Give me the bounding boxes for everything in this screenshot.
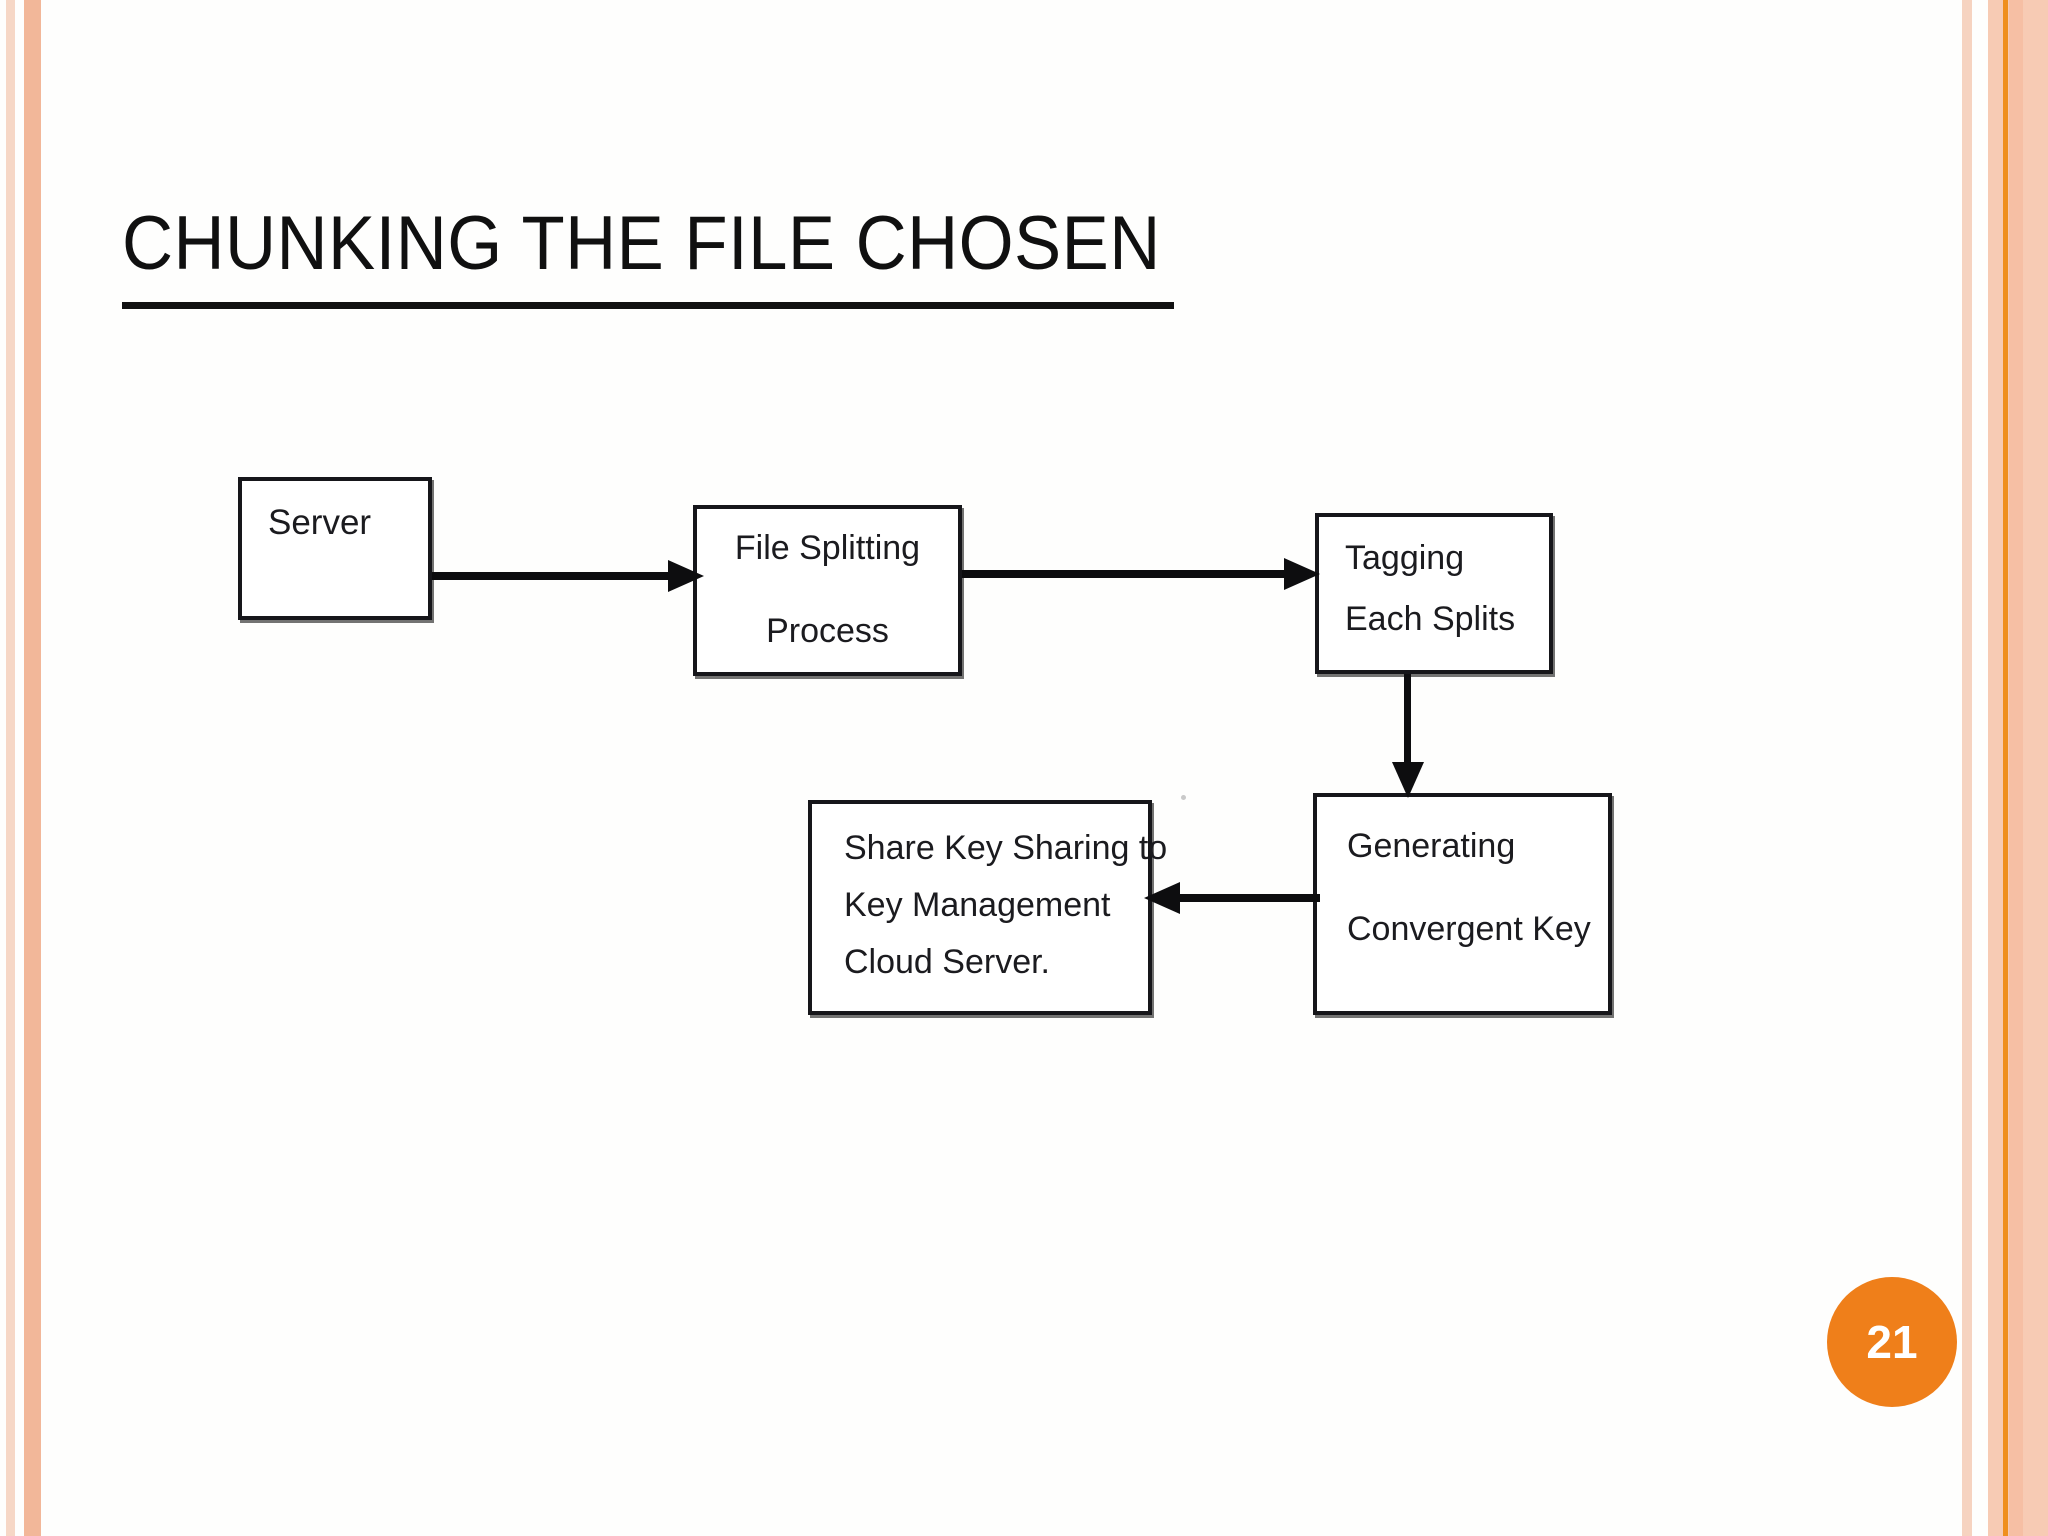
arrow-file-splitting-to-tagging xyxy=(962,558,1324,590)
flow-node-file-splitting-process[interactable]: File Splitting Process xyxy=(693,505,962,676)
flow-node-tagging-line-2: Each Splits xyxy=(1345,600,1516,638)
right-border-stripe-thin xyxy=(1962,0,1972,1536)
arrow-server-to-file-splitting xyxy=(432,560,704,592)
left-border-stripe-outer xyxy=(6,0,15,1536)
arrow-tagging-to-generating xyxy=(1392,674,1424,800)
flow-node-generating-convergent-key[interactable]: Generating Convergent Key xyxy=(1313,793,1612,1015)
flow-node-share-key-line-3: Cloud Server. xyxy=(844,943,1050,981)
page-title: CHUNKING THE FILE CHOSEN xyxy=(122,206,1239,282)
arrow-generating-to-share-key xyxy=(1144,882,1320,914)
page-title-text: CHUNKING THE FILE CHOSEN xyxy=(122,201,1161,286)
flow-node-tagging-line-1: Tagging xyxy=(1345,539,1465,577)
arrow-shaft xyxy=(962,570,1288,578)
arrow-shaft xyxy=(432,572,672,580)
arrow-shaft xyxy=(1180,894,1320,902)
flow-node-generating-line-2: Convergent Key xyxy=(1347,910,1591,948)
page-title-underline xyxy=(122,302,1174,309)
flow-node-server-line-1: Server xyxy=(268,503,372,542)
flow-node-server[interactable]: Server xyxy=(238,477,432,620)
flow-node-file-splitting-line-1: File Splitting xyxy=(734,529,921,567)
left-border-stripe-inner xyxy=(24,0,41,1536)
flow-node-share-key-sharing[interactable]: Share Key Sharing to Key Management Clou… xyxy=(808,800,1168,1015)
flow-node-file-splitting-line-2: Process xyxy=(766,612,889,650)
right-border-stripe-inner xyxy=(2009,0,2023,1536)
arrow-head-down-icon xyxy=(1392,762,1424,798)
flow-node-tagging-each-splits[interactable]: Tagging Each Splits xyxy=(1315,513,1553,674)
image-artifact-speck xyxy=(1181,795,1186,800)
page-number-text: 21 xyxy=(1866,1316,1918,1368)
flow-node-generating-line-1: Generating xyxy=(1347,827,1516,865)
arrow-head-right-icon xyxy=(1284,558,1320,590)
arrow-head-right-icon xyxy=(668,560,704,592)
arrow-head-left-icon xyxy=(1144,882,1180,914)
right-border-stripe-accent xyxy=(2003,0,2008,1536)
flow-node-share-key-line-2: Key Management xyxy=(844,886,1111,924)
page-number-badge: 21 xyxy=(1827,1277,1957,1407)
arrow-shaft xyxy=(1404,674,1411,766)
flow-node-share-key-line-1: Share Key Sharing to xyxy=(844,829,1168,867)
